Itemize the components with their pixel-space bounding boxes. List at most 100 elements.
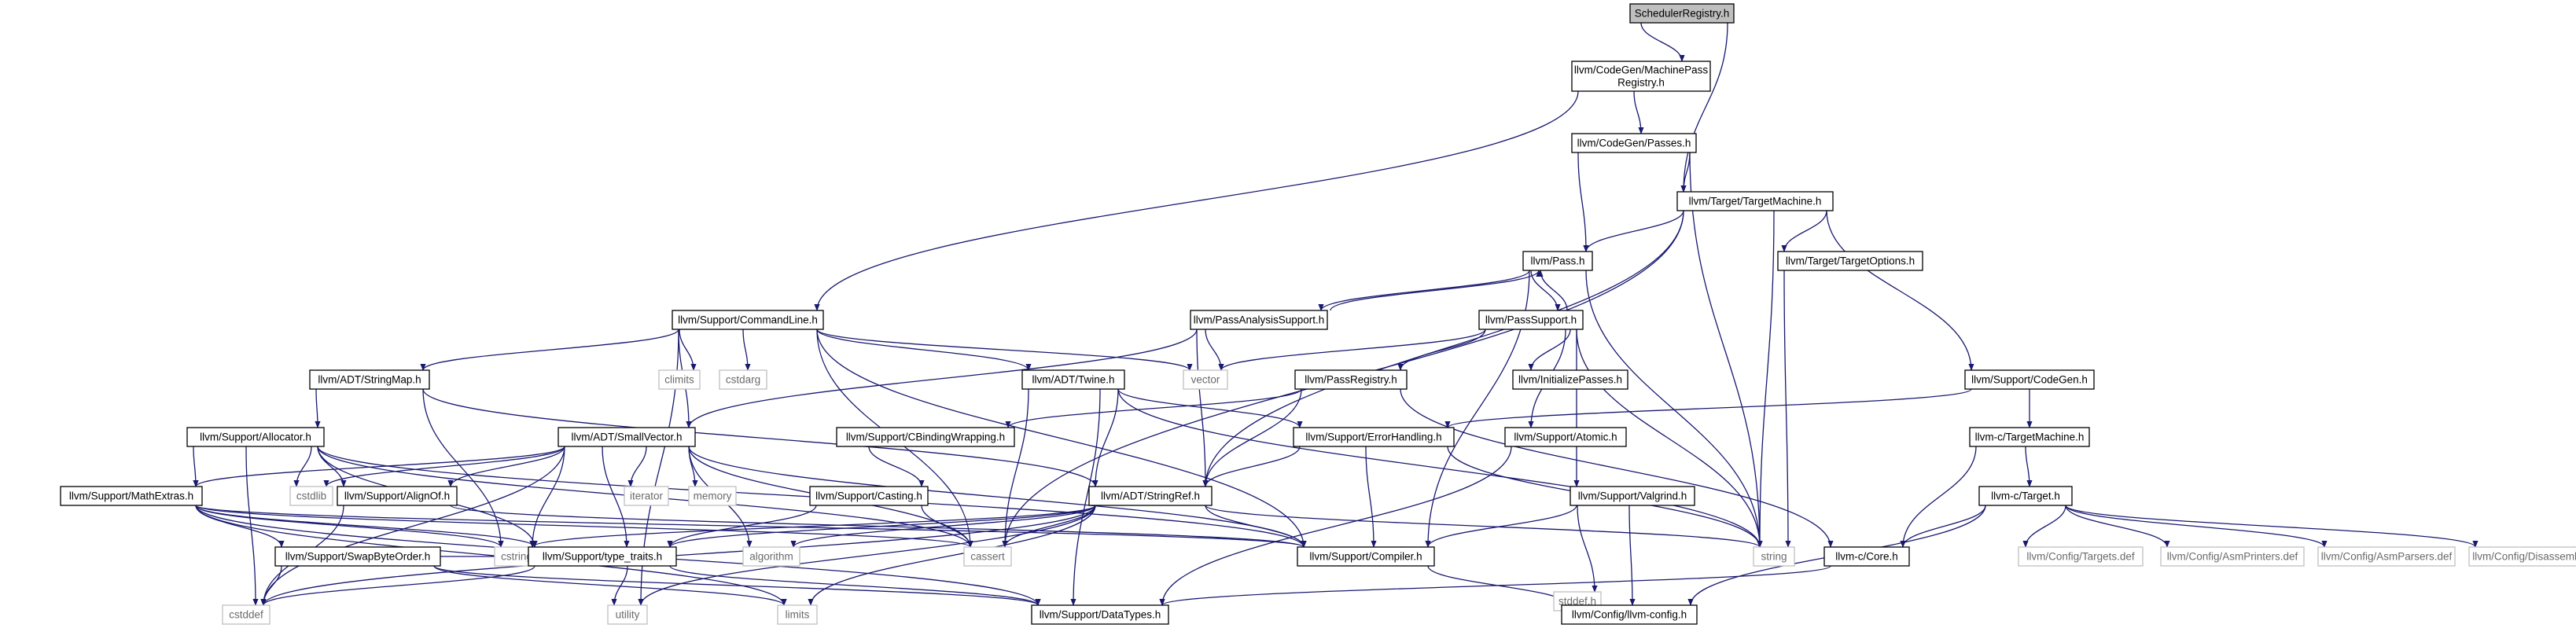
node-box [1964,369,2095,390]
edge-pas-to-stringref [1196,329,1209,487]
edge-smallvec-to-typetraits [602,446,630,548]
edge-topts-to-string [1783,270,1791,548]
node-llvm-config-asmparsers-def: llvm/Config/AsmParsers.def [2317,546,2456,567]
node-label: llvm-c/Core.h [1835,551,1898,563]
node-label: climits [664,374,694,386]
node-llvm-support-alignof-h[interactable]: llvm/Support/AlignOf.h [337,486,458,506]
edge-smallvec-to-cstring [529,446,565,548]
node-label: llvm/PassAnalysisSupport.h [1194,314,1325,326]
node-llvm-support-datatypes-h[interactable]: llvm/Support/DataTypes.h [1031,604,1169,625]
edge-smallvec-to-cstddef [260,446,565,606]
node-box [309,369,430,390]
node-box [1629,3,1735,24]
node-box [1512,369,1628,390]
node-box [1293,427,1455,447]
edge-ps-to-initp [1528,329,1571,371]
edge-stringmap-to-cstring [422,388,504,548]
node-llvm-c-targetmachine-h[interactable]: llvm-c/TargetMachine.h [1969,427,2090,447]
edge-smallvec-to-mathext [193,446,565,487]
node-llvm-support-swapbyteorder-h[interactable]: llvm/Support/SwapByteOrder.h [274,546,441,567]
node-box [1297,546,1435,567]
node-llvm-support-atomic-h[interactable]: llvm/Support/Atomic.h [1504,427,1627,447]
edge-pass-to-string [1585,270,1763,548]
node-label: llvm/Support/CommandLine.h [678,314,818,326]
node-box [719,369,767,390]
node-llvm-initializepasses-h[interactable]: llvm/InitializePasses.h [1512,369,1628,390]
node-box [1823,546,1910,567]
node-llvm-passregistry-h[interactable]: llvm/PassRegistry.h [1294,369,1408,390]
node-box [1978,486,2073,506]
node-llvm-support-allocator-h[interactable]: llvm/Support/Allocator.h [186,427,325,447]
node-llvm-adt-smallvector-h[interactable]: llvm/ADT/SmallVector.h [558,427,696,447]
edge-alloc-to-cstddef [245,446,259,606]
node-llvm-config-llvm-config-h[interactable]: llvm/Config/llvm-config.h [1561,604,1698,625]
node-box [809,486,929,506]
node-llvm-c-core-h[interactable]: llvm-c/Core.h [1823,546,1910,567]
edge-alloc-to-cstdlib [293,446,312,487]
node-box [672,310,824,330]
node-label: llvm/ADT/StringRef.h [1101,490,1200,502]
node-llvm-codegen-passes-h[interactable]: llvm/CodeGen/Passes.h [1571,133,1697,153]
node-llvm-adt-stringref-h[interactable]: llvm/ADT/StringRef.h [1088,486,1213,506]
edge-eh-to-stringref [1202,446,1301,487]
node-box [558,427,696,447]
edge-smallvec-to-iterator [627,446,647,487]
node-box [1753,546,1795,567]
node-llvm-c-target-h[interactable]: llvm-c/Target.h [1978,486,2073,506]
edge-twine-to-eh [1117,388,1303,428]
edge-cl-to-cstdarg [742,329,751,371]
edge-valgrind-to-llvmconfig [1628,505,1636,606]
node-utility: utility [607,604,648,625]
node-schedulerregistry-h: SchedulerRegistry.h [1629,3,1735,24]
node-llvm-passanalysissupport-h[interactable]: llvm/PassAnalysisSupport.h [1190,310,1328,330]
edge-stringref-to-string [1205,505,1763,548]
edge-stringref-to-utility [638,505,1096,606]
edge-stringref-to-cstring [529,505,1096,548]
edge-cg-to-eh [1444,388,1972,428]
node-llvm-support-type-traits-h[interactable]: llvm/Support/type_traits.h [528,546,677,567]
edge-swapbyte-to-cstddef [260,565,282,606]
node-box [658,369,701,390]
edge-cl-to-climits [679,329,697,371]
node-iterator: iterator [624,486,669,506]
node-cstdarg: cstdarg [719,369,767,390]
node-llvm-support-commandline-h[interactable]: llvm/Support/CommandLine.h [672,310,824,330]
node-label: cstdarg [726,374,760,386]
node-box [607,604,648,625]
node-box [742,546,800,567]
node-box [2018,546,2144,567]
node-box [1088,486,1213,506]
node-llvm-target-targetoptions-h[interactable]: llvm/Target/TargetOptions.h [1777,251,1923,271]
node-llvm-support-mathextras-h[interactable]: llvm/Support/MathExtras.h [60,486,203,506]
node-llvm-support-errorhandling-h[interactable]: llvm/Support/ErrorHandling.h [1293,427,1455,447]
node-label: llvm/CodeGen/MachinePass [1574,64,1709,76]
node-box [1777,251,1923,271]
node-llvm-adt-twine-h[interactable]: llvm/ADT/Twine.h [1021,369,1125,390]
edge-tm-to-pass [1583,210,1684,252]
node-llvm-support-codegen-h[interactable]: llvm/Support/CodeGen.h [1964,369,2095,390]
node-label: llvm/Support/MathExtras.h [69,490,193,502]
node-label: algorithm [749,551,793,563]
node-box [2317,546,2456,567]
node-llvm-target-targetmachine-h[interactable]: llvm/Target/TargetMachine.h [1676,191,1834,211]
node-llvm-support-compiler-h[interactable]: llvm/Support/Compiler.h [1297,546,1435,567]
node-llvm-adt-stringmap-h[interactable]: llvm/ADT/StringMap.h [309,369,430,390]
node-label: llvm/ADT/Twine.h [1032,374,1114,386]
edge-typetraits-to-datatypes [669,565,1041,606]
edge-tm-to-stringref [1202,210,1684,487]
node-box [1021,369,1125,390]
node-cstddef: cstddef [222,604,270,625]
node-label: vector [1191,374,1220,386]
node-llvm-pass-h[interactable]: llvm/Pass.h [1522,251,1593,271]
node-llvm-passsupport-h[interactable]: llvm/PassSupport.h [1478,310,1584,330]
edges-layer [193,22,2478,606]
edge-smallvec-to-alignof [447,446,565,487]
node-box [1969,427,2090,447]
node-box [1504,427,1627,447]
node-llvm-support-casting-h[interactable]: llvm/Support/Casting.h [809,486,929,506]
node-llvm-support-cbindingwrapping-h[interactable]: llvm/Support/CBindingWrapping.h [836,427,1015,447]
edge-stringref-to-cstddef [260,505,1096,606]
node-llvm-support-valgrind-h[interactable]: llvm/Support/Valgrind.h [1570,486,1695,506]
edge-mathext-to-compiler [195,505,1307,548]
